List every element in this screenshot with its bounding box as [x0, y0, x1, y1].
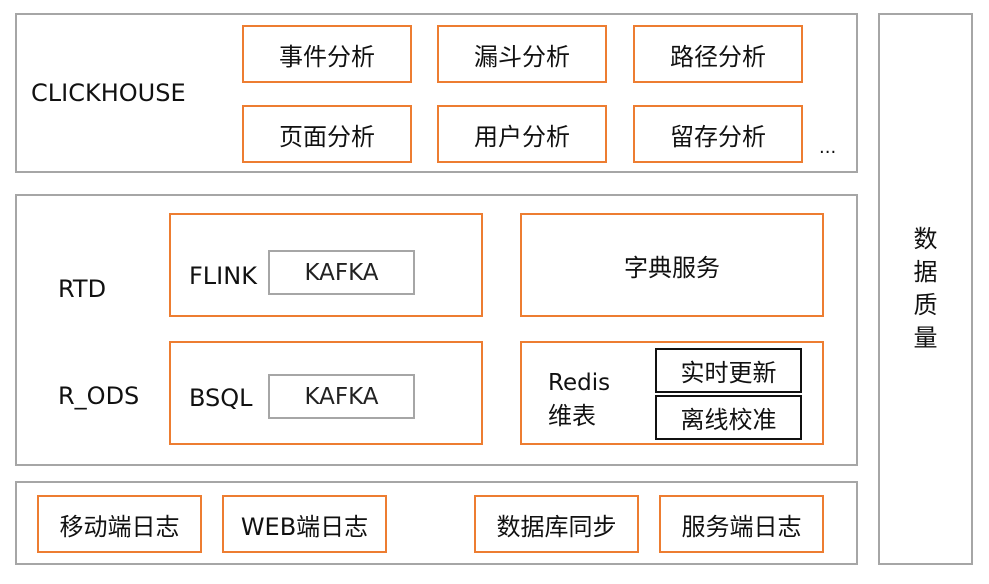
rtd-label: RTD: [58, 275, 107, 303]
redis-label: Redis: [548, 370, 611, 396]
flink-label: FLINK: [189, 262, 257, 290]
dim-table-label: 维表: [548, 402, 596, 430]
data-quality-column: 数 据 质 量: [878, 13, 973, 565]
realtime-update-box: 实时更新: [655, 348, 802, 393]
flink-kafka-box: KAFKA: [268, 250, 415, 295]
more-ellipsis: ...: [819, 137, 837, 158]
web-log-box: WEB端日志: [222, 495, 387, 553]
bsql-box: [169, 341, 483, 445]
flink-box: [169, 213, 483, 317]
bsql-label: BSQL: [189, 384, 253, 412]
redis-dim-box: [520, 341, 824, 445]
source-layer: [15, 481, 858, 565]
server-log-box: 服务端日志: [659, 495, 824, 553]
offline-calibration-box: 离线校准: [655, 395, 802, 440]
event-analysis-box: 事件分析: [242, 25, 412, 83]
data-quality-char: 数: [913, 225, 938, 253]
r-ods-label: R_ODS: [58, 382, 140, 410]
clickhouse-layer: [15, 13, 858, 173]
data-quality-char: 据: [913, 258, 938, 286]
retention-analysis-box: 留存分析: [633, 105, 803, 163]
path-analysis-box: 路径分析: [633, 25, 803, 83]
clickhouse-label: CLICKHOUSE: [31, 79, 186, 107]
mobile-log-box: 移动端日志: [37, 495, 202, 553]
db-sync-box: 数据库同步: [474, 495, 639, 553]
bsql-kafka-box: KAFKA: [268, 374, 415, 419]
dict-service-box: 字典服务: [520, 213, 824, 317]
page-analysis-box: 页面分析: [242, 105, 412, 163]
data-quality-char: 质: [913, 291, 938, 319]
user-analysis-box: 用户分析: [437, 105, 607, 163]
data-quality-char: 量: [913, 324, 938, 352]
realtime-layer: [15, 194, 858, 466]
funnel-analysis-box: 漏斗分析: [437, 25, 607, 83]
